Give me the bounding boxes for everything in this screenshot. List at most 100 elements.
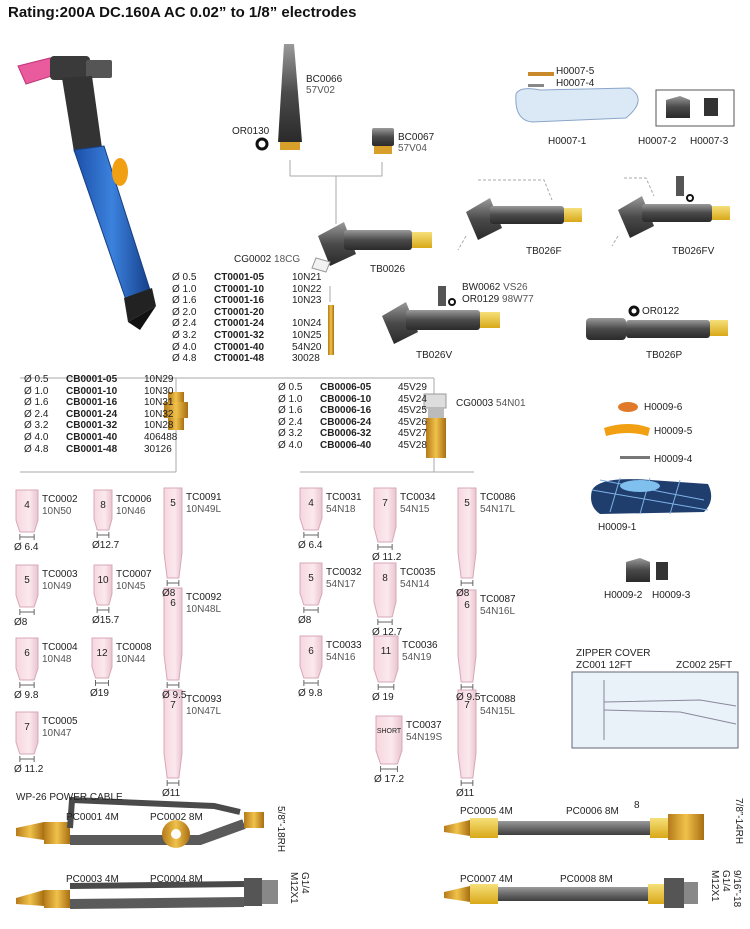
nozzle-alt: 54N19S (406, 732, 443, 743)
collet_bodies-cell: CB0001-32 (66, 420, 118, 432)
collets-cell: 10N21 (292, 272, 322, 283)
nozzle-code: TC0033 (326, 640, 362, 651)
dimension-line (377, 684, 395, 690)
cable-heading: WP-26 POWER CABLE (16, 792, 123, 803)
gas_lens-cell: 45V28 (398, 439, 427, 451)
nozzle-alt: 54N17 (326, 579, 356, 590)
gas_lens-cell: 45V25 (398, 405, 427, 417)
o-ring (255, 137, 269, 151)
nozzle-code: TC0005 (42, 716, 78, 727)
nozzle-body (163, 487, 183, 579)
gas_lens-cell: CB0006-40 (320, 439, 372, 451)
dimension-line (166, 580, 180, 586)
nozzle-dia: Ø8 (456, 588, 470, 599)
gas_lens-cell: Ø 2.4 (278, 416, 303, 428)
cg0003-label: CG0003 54N01 (456, 398, 526, 409)
nozzle-size: 6 (308, 646, 314, 657)
nozzle-alt: 54N16L (480, 606, 516, 617)
collets-cell: 10N24 (292, 318, 322, 330)
nozzle-alt: 10N50 (42, 506, 72, 517)
nozzle-tc0087 (457, 589, 477, 690)
pc0006-label: PC0006 8M (566, 806, 619, 817)
collets-cell: Ø 2.4 (172, 318, 197, 330)
nozzle-alt: 54N15L (480, 706, 516, 717)
nozzle-dia: Ø12.7 (92, 540, 120, 551)
h0009-4-label: H0009-4 (654, 454, 693, 465)
thread-label-1: 5/8”-18RH (275, 806, 286, 853)
collet_bodies-cell: CB0001-16 (66, 397, 118, 409)
nozzle-dia: Ø 9.8 (298, 688, 323, 699)
nozzle-body (15, 489, 39, 533)
nozzle-dia: Ø 9.8 (14, 690, 39, 701)
nozzle-tc0088 (457, 689, 477, 786)
nozzle-dia: Ø 9.5 (162, 690, 187, 701)
collets-cell: CT0001-10 (214, 283, 265, 295)
dimension-line (96, 607, 110, 613)
or0129-label: OR0129 98W77 (462, 294, 534, 305)
dimension-line (19, 682, 35, 688)
collets-cell: Ø 4.8 (172, 353, 197, 365)
pc0005-label: PC0005 4M (460, 806, 513, 817)
nozzle-body (15, 711, 39, 755)
nozzle-size: 8 (382, 573, 388, 584)
bw0062-label: BW0062 VS26 (462, 282, 528, 293)
gas_lens-cell: Ø 4.0 (278, 439, 303, 451)
collets-cell: CT0001-24 (214, 318, 265, 330)
nozzle-body (91, 637, 113, 679)
nozzle-dia: Ø15.7 (92, 615, 120, 626)
collet_bodies-cell: 10N32 (144, 408, 174, 420)
nozzle-body (373, 635, 399, 683)
nozzle-code: TC0087 (480, 594, 516, 605)
nozzle-code: TC0008 (116, 642, 152, 653)
cg0002-label: CG0002 18CG (234, 254, 301, 265)
pc0001-label: PC0001 4M (66, 812, 119, 823)
pc0008-label: PC0008 8M (560, 874, 613, 885)
nozzle-alt: 10N45 (116, 581, 146, 592)
h0007-4-label: H0007-4 (556, 78, 595, 89)
nozzle-dia: Ø 11.2 (372, 552, 402, 563)
collet_bodies-cell: Ø 3.2 (24, 420, 49, 432)
dimension-line (460, 780, 474, 786)
nozzle-dia: Ø 6.4 (298, 540, 323, 551)
dimension-line (19, 756, 35, 762)
nozzle-alt: 10N48L (186, 604, 222, 615)
torch-head-tb0026 (311, 222, 432, 273)
nozzle-code: TC0035 (400, 567, 436, 578)
h0007-5-label: H0007-5 (556, 66, 595, 77)
collet_bodies-cell: Ø 4.8 (24, 443, 49, 455)
nozzle-dia: Ø 6.4 (14, 542, 39, 553)
nozzle-code: TC0003 (42, 569, 78, 580)
nozzle-code: TC0037 (406, 720, 442, 731)
dimension-line (460, 580, 474, 586)
zipper-title: ZIPPER COVER (576, 648, 651, 659)
nozzle-body (93, 564, 113, 606)
nozzle-code: TC0088 (480, 694, 516, 705)
nozzle-size: SHORT (376, 728, 402, 735)
power-cable-3 (444, 814, 704, 840)
h0009-5-label: H0009-5 (654, 426, 693, 437)
nozzle-tc0092 (163, 587, 183, 688)
gas_lens-cell: Ø 1.6 (278, 405, 303, 417)
nozzle-size: 4 (308, 498, 314, 509)
nozzle-group (15, 487, 477, 786)
pc0002-label: PC0002 8M (150, 812, 203, 823)
nozzle-tc0004 (15, 637, 39, 688)
collets-cell: 10N25 (292, 329, 322, 341)
tb026f-label: TB026F (526, 246, 562, 257)
nozzle-tc0036 (373, 635, 399, 690)
nozzle-alt: 10N49L (186, 504, 222, 515)
nozzle-size: 5 (464, 498, 470, 509)
nozzle-tc0008 (91, 637, 113, 686)
gas_lens-cell: CB0006-05 (320, 382, 372, 393)
